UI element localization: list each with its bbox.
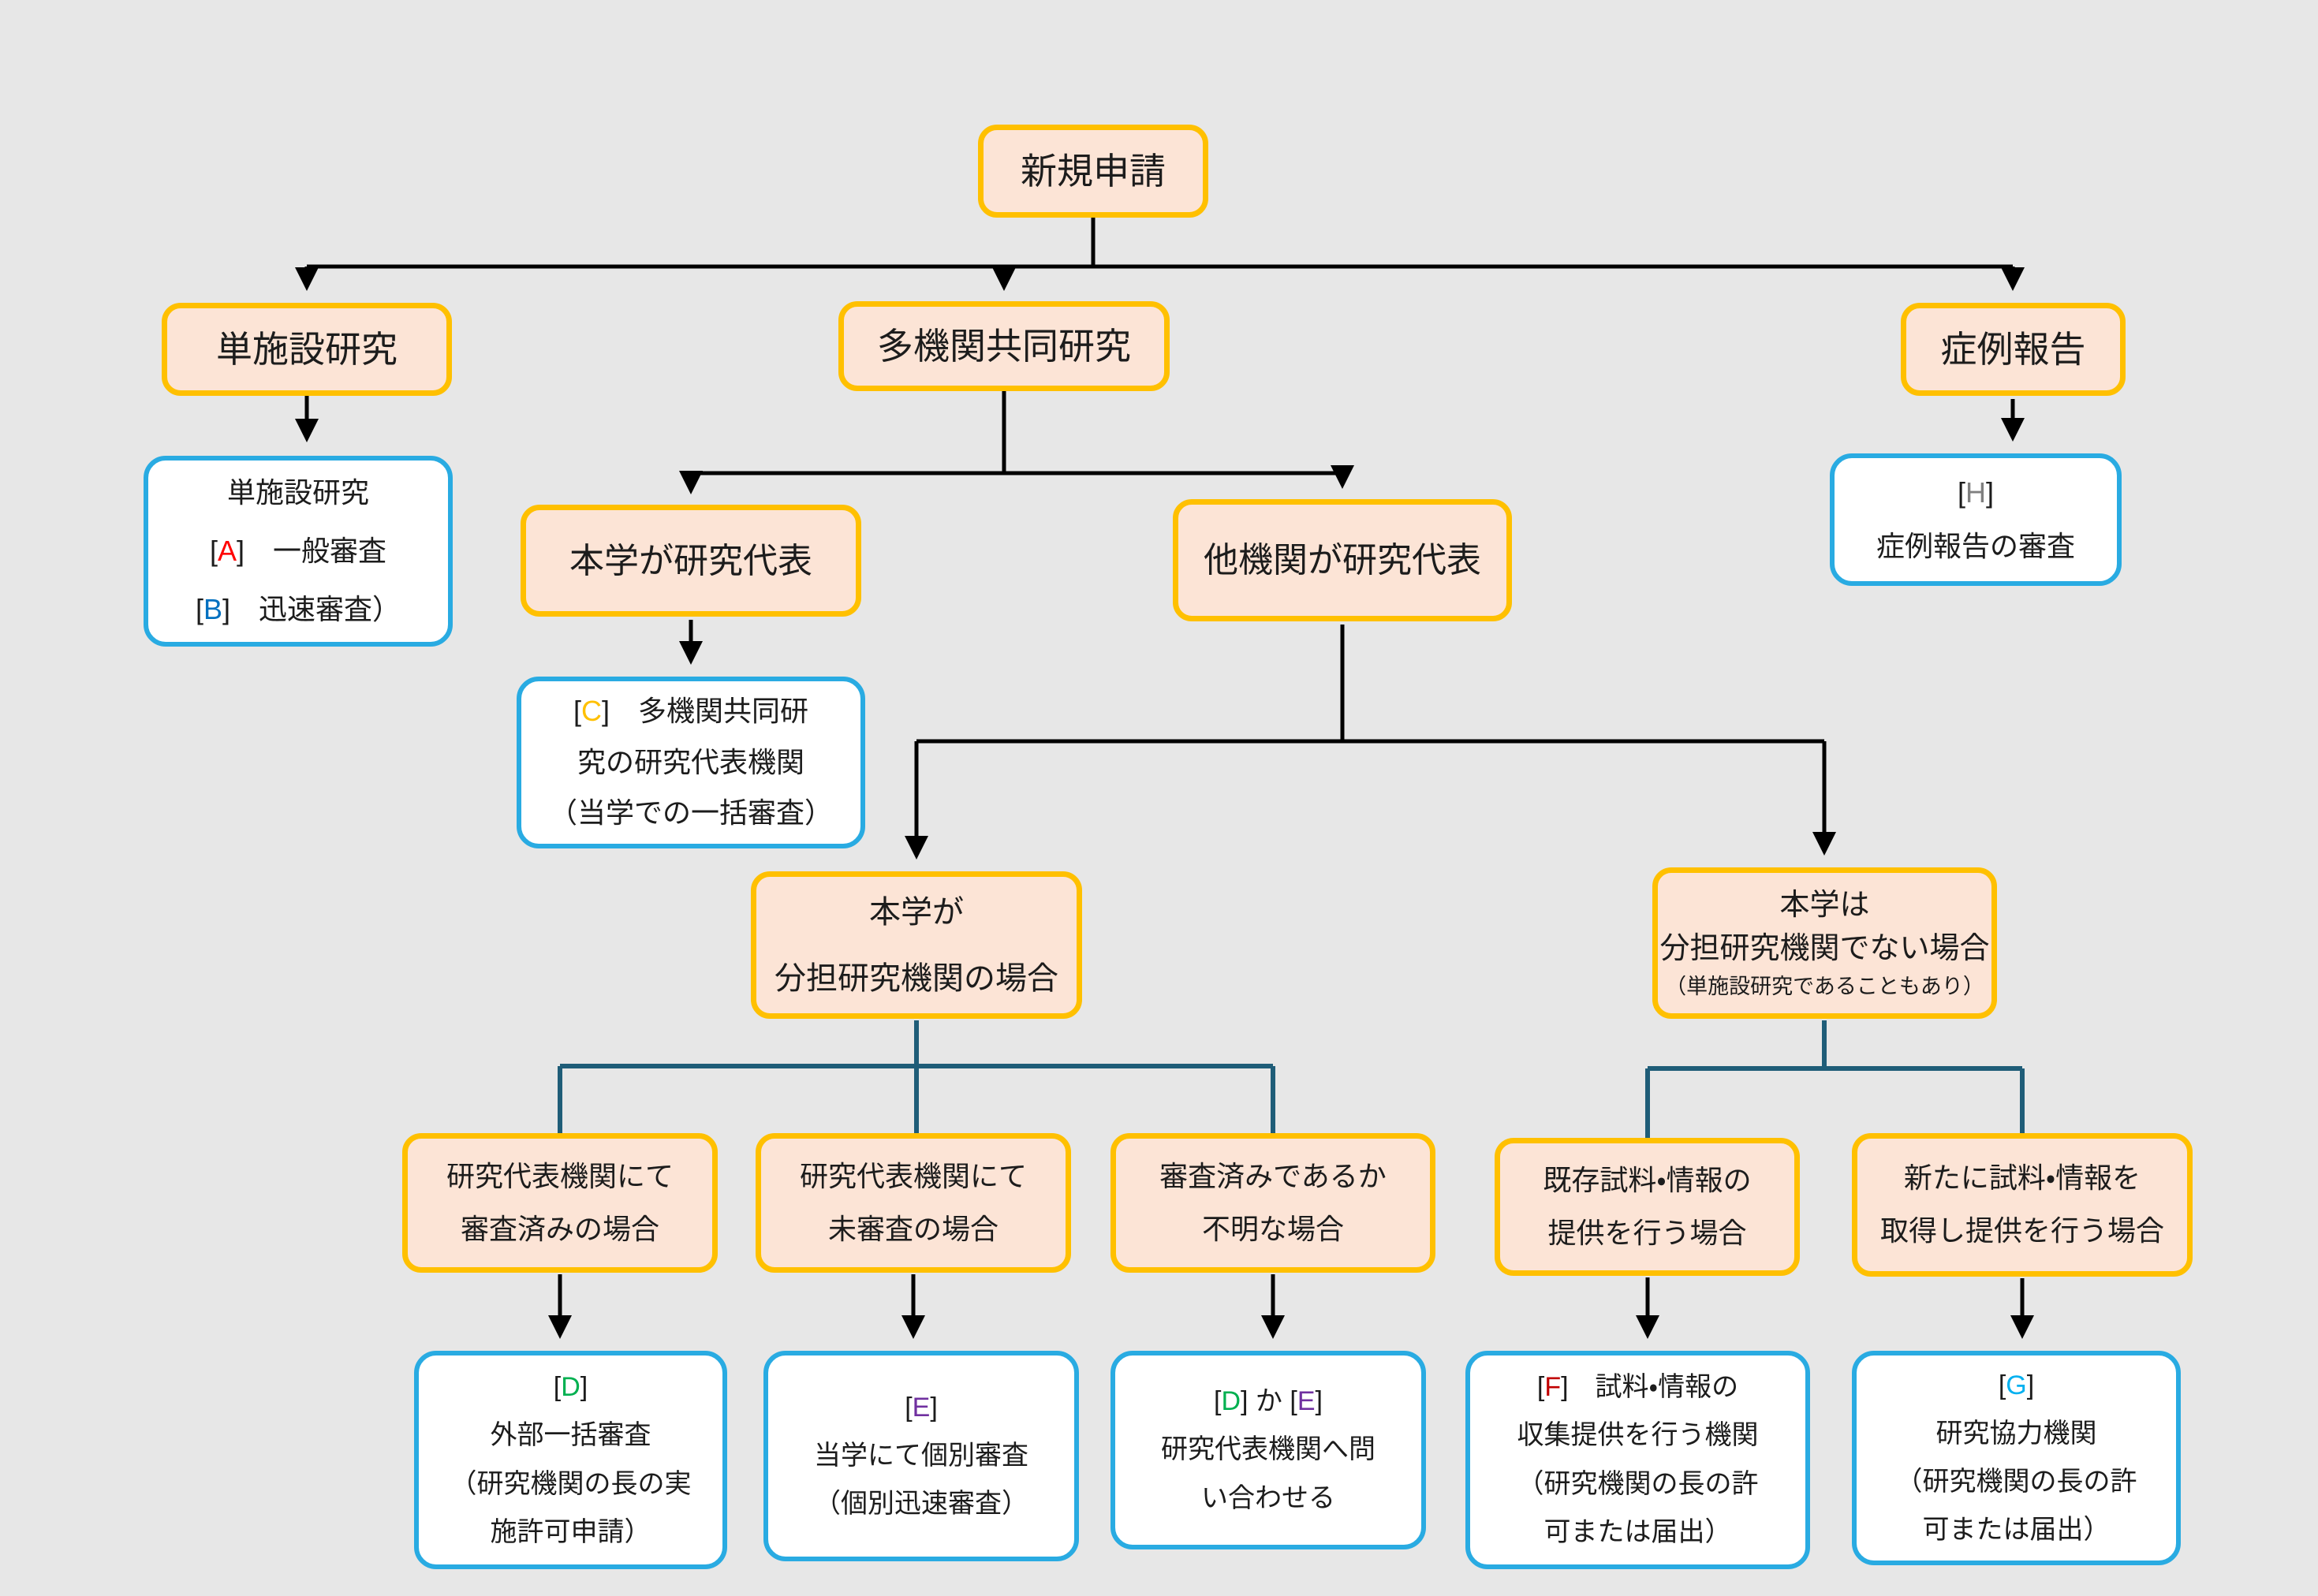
node-unknown-review-status: 審査済みであるか不明な場合 (1110, 1133, 1435, 1273)
node-ask-lead-institution-d-or-e: [D] か [E]研究代表機関へ問い合わせる (1110, 1351, 1426, 1549)
node-case-report: 症例報告 (1901, 303, 2126, 396)
node-other-inst-is-lead: 他機関が研究代表 (1173, 499, 1512, 621)
node-multi-institution-research: 多機関共同研究 (838, 301, 1170, 391)
node-external-batch-review-d: [D]外部一括審査（研究機関の長の実施許可申請） (414, 1351, 727, 1569)
node-not-reviewed-at-lead: 研究代表機関にて未審査の場合 (756, 1133, 1071, 1273)
node-provide-existing-samples: 既存試料・情報の提供を行う場合 (1495, 1138, 1800, 1276)
node-lead-institution-batch-review-c: [C] 多機関共同研究の研究代表機関（当学での一括審査） (517, 677, 865, 848)
node-single-site-review-ab: 単施設研究[A] 一般審査[B] 迅速審査） (144, 456, 453, 647)
node-our-univ-participating: 本学が分担研究機関の場合 (751, 871, 1082, 1019)
node-research-cooperating-institution-g: [G]研究協力機関（研究機関の長の許可または届出） (1852, 1351, 2181, 1565)
node-collection-provision-institution-f: [F] 試料・情報の収集提供を行う機関（研究機関の長の許可または届出） (1465, 1351, 1810, 1569)
node-reviewed-at-lead: 研究代表機関にて審査済みの場合 (402, 1133, 718, 1273)
node-our-univ-is-lead: 本学が研究代表 (521, 505, 861, 617)
node-our-univ-not-participating: 本学は分担研究機関でない場合（単施設研究であることもあり） (1652, 867, 1997, 1019)
node-individual-review-e: [E]当学にて個別審査（個別迅速審査） (763, 1351, 1079, 1561)
node-case-report-review-h: [H]症例報告の審査 (1830, 453, 2122, 586)
node-newly-acquire-and-provide: 新たに試料・情報を取得し提供を行う場合 (1852, 1133, 2193, 1277)
node-single-site-research: 単施設研究 (162, 303, 452, 396)
node-new-application: 新規申請 (978, 125, 1208, 218)
